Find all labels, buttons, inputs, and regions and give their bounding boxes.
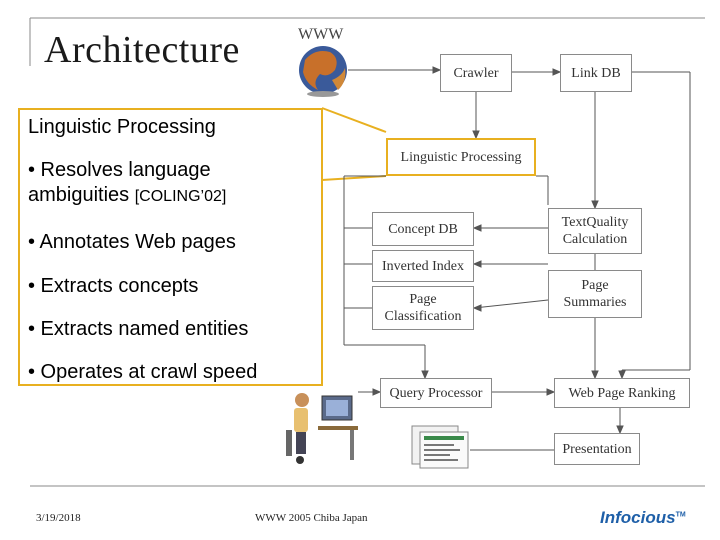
globe-icon bbox=[299, 46, 347, 97]
infocious-logo: InfociousTM bbox=[600, 508, 686, 528]
linguistic-processing-box: Linguistic Processing bbox=[386, 138, 536, 176]
citation-ref: [COLING’02] bbox=[134, 188, 227, 205]
logo-text: Infocious bbox=[600, 508, 676, 527]
web-page-ranking-box: Web Page Ranking bbox=[554, 378, 690, 408]
callout-bullet-2: • Annotates Web pages bbox=[28, 231, 236, 253]
query-processor-box: Query Processor bbox=[380, 378, 492, 408]
footer-event: WWW 2005 Chiba Japan bbox=[255, 512, 368, 524]
www-label: WWW bbox=[298, 26, 344, 43]
linguistic-processing-callout: Linguistic Processing • Resolves languag… bbox=[18, 108, 323, 386]
text-quality-box: TextQuality Calculation bbox=[548, 208, 642, 254]
callout-bullet-1: • Resolves language ambiguities [COLING’… bbox=[28, 158, 268, 209]
connectors bbox=[343, 66, 691, 451]
inverted-index-box: Inverted Index bbox=[372, 250, 474, 282]
slide-title: Architecture bbox=[44, 29, 240, 71]
callout-bullet-4: • Extracts named entities bbox=[28, 318, 249, 340]
callout-title: Linguistic Processing bbox=[28, 116, 216, 138]
callout-bullet-3: • Extracts concepts bbox=[28, 275, 199, 297]
user-at-computer-icon bbox=[286, 393, 358, 464]
crawler-box: Crawler bbox=[440, 54, 512, 92]
concept-db-box: Concept DB bbox=[372, 212, 474, 246]
page-classification-box: Page Classification bbox=[372, 286, 474, 330]
callout-pointer bbox=[321, 107, 387, 181]
page-summaries-box: Page Summaries bbox=[548, 270, 642, 318]
callout-bullet-5: • Operates at crawl speed bbox=[28, 361, 258, 383]
link-db-box: Link DB bbox=[560, 54, 632, 92]
presentation-box: Presentation bbox=[554, 433, 640, 465]
bullet-text: • Resolves language ambiguities bbox=[28, 159, 211, 206]
search-results-icon bbox=[411, 425, 469, 469]
footer-date: 3/19/2018 bbox=[36, 512, 81, 524]
logo-trademark: TM bbox=[675, 511, 686, 519]
